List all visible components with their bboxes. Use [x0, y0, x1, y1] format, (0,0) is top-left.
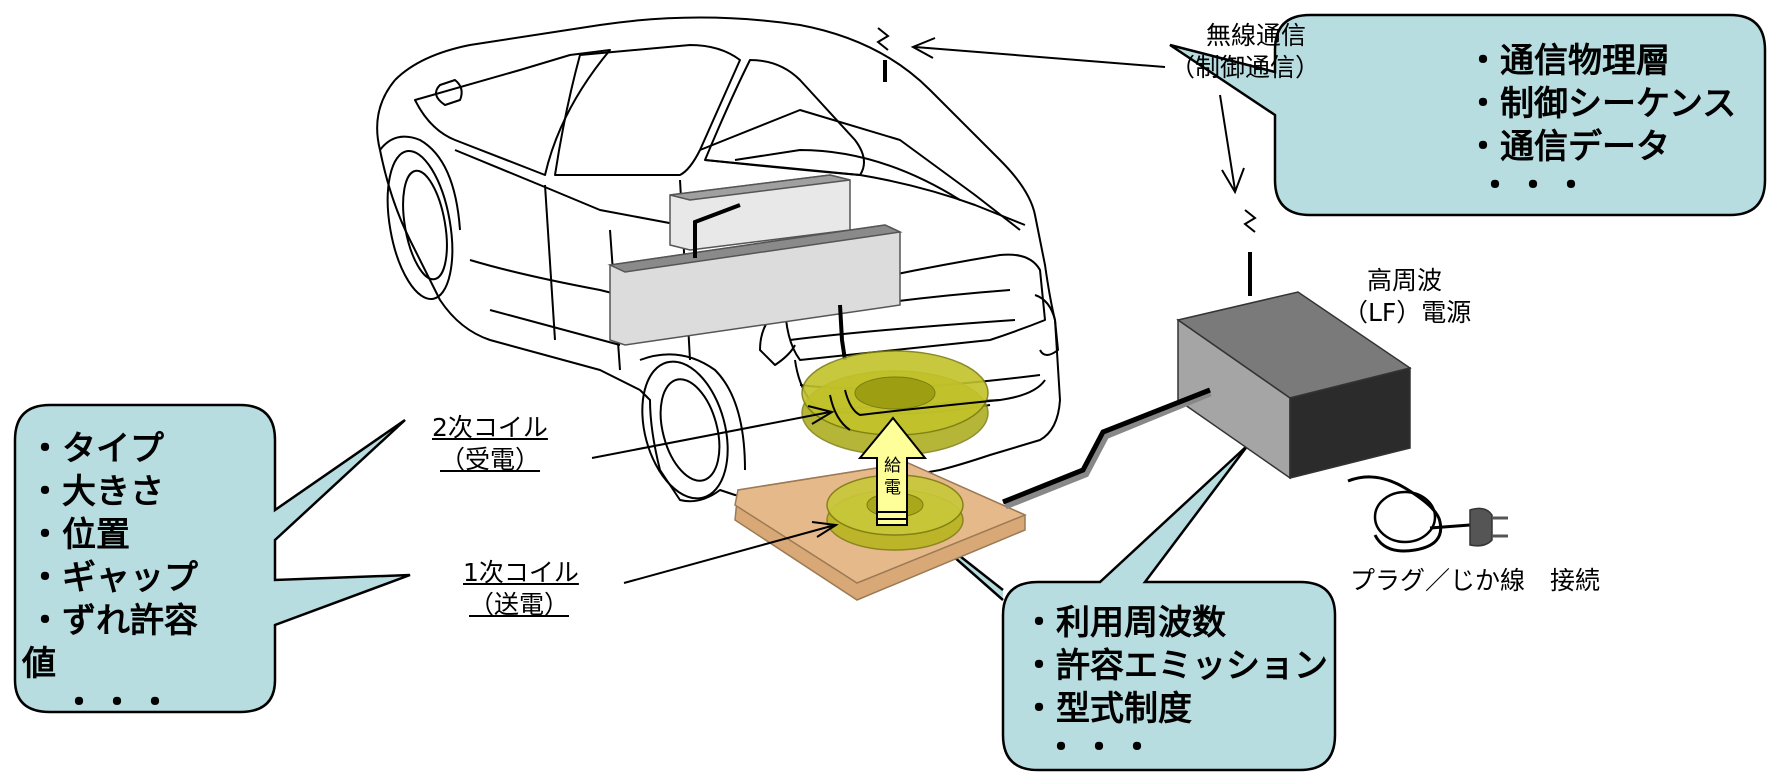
- coil-bubble-shape: [13, 403, 411, 714]
- battery-cables: [693, 203, 847, 361]
- coil-item: ・タイプ: [28, 429, 164, 469]
- underbody-lines: [829, 389, 1001, 431]
- plug-label: プラグ／じか線 接続: [1350, 566, 1601, 595]
- coil-item: ・ギャップ: [28, 558, 198, 598]
- power-item: ・許容エミッション: [1022, 646, 1328, 686]
- coil-item: ・位置: [28, 515, 130, 555]
- power-item: ・利用周波数: [1022, 603, 1226, 643]
- comm-bubble-text: ・通信物理層 ・制御シーケンス ・通信データ ・・・: [1466, 40, 1736, 203]
- plug-icon: [1347, 475, 1508, 553]
- comm-ellipsis: ・・・: [1478, 166, 1592, 206]
- battery-pack: [607, 174, 903, 346]
- secondary-coil-label-line1: 2次コイル: [432, 413, 548, 442]
- coil-item: ・ずれ許容: [28, 601, 198, 641]
- coil-bubble-text: ・タイプ ・大きさ ・位置 ・ギャップ ・ずれ許容 値 ・・・: [22, 428, 198, 723]
- power-item: ・型式制度: [1022, 689, 1192, 729]
- primary-coil-label-line2: （送電）: [469, 590, 570, 619]
- supply-cable: [1002, 387, 1212, 510]
- wireless-label: 無線通信 （制御通信）: [1170, 20, 1320, 84]
- coil-ellipsis: ・・・: [62, 683, 176, 723]
- primary-coil-label-line1: 1次コイル: [463, 558, 579, 587]
- coil-item: ・大きさ: [28, 472, 164, 512]
- comm-bubble-shape: [1169, 13, 1767, 217]
- primary-coil-label: 1次コイル （送電）: [463, 557, 579, 621]
- car-antenna: [876, 27, 890, 82]
- secondary-coil-label-line2: （受電）: [440, 445, 541, 474]
- hf-power-supply: [1176, 291, 1412, 480]
- hf-power-label-line2: （LF）電源: [1343, 298, 1472, 327]
- feed-label-char2: 電: [884, 478, 901, 498]
- supply-antenna: [1243, 209, 1257, 296]
- hf-power-label: 高周波 （LF）電源: [1343, 265, 1471, 329]
- comm-item: ・通信物理層: [1466, 41, 1670, 81]
- car-illustration: [376, 16, 1061, 503]
- coil-item: 値: [22, 644, 56, 684]
- secondary-coil-label: 2次コイル （受電）: [432, 412, 548, 476]
- power-feed-arrow: [857, 416, 928, 526]
- wireless-label-line1: 無線通信: [1206, 21, 1307, 50]
- comm-item: ・通信データ: [1466, 127, 1670, 167]
- power-ellipsis: ・・・: [1044, 728, 1158, 768]
- comm-item: ・制御シーケンス: [1466, 84, 1737, 124]
- secondary-coil: [801, 350, 989, 456]
- leader-lines: [591, 37, 1245, 584]
- hf-power-label-line1: 高周波: [1367, 266, 1443, 295]
- wireless-label-line2: （制御通信）: [1170, 53, 1321, 82]
- power-bubble-text: ・利用周波数 ・許容エミッション ・型式制度 ・・・: [1022, 602, 1328, 765]
- feed-label-char1: 給: [884, 456, 901, 476]
